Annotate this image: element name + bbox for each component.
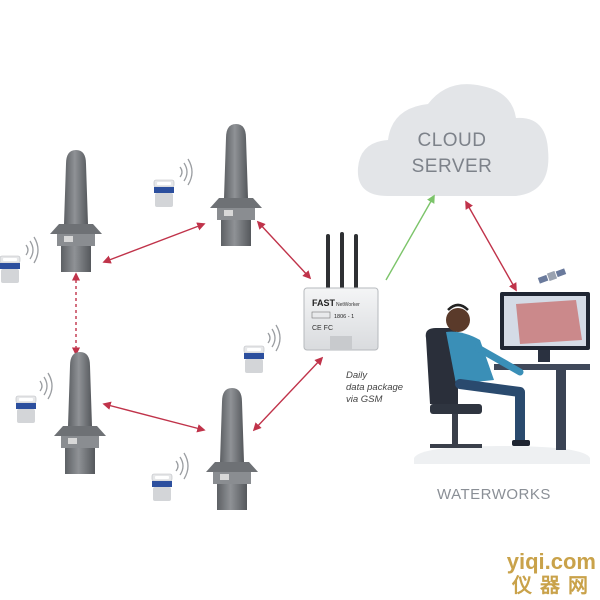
wireless-signal-icon xyxy=(25,236,39,264)
arrow-logger-bottom-right-to-collector xyxy=(252,356,324,432)
logger-antenna-top-right xyxy=(210,124,262,246)
gsm-note-line1: Daily xyxy=(346,370,368,381)
water-meter-icon xyxy=(153,179,175,208)
collector-model: NetWorker xyxy=(336,302,360,308)
waterworks-operator-illustration xyxy=(414,292,590,464)
arrow-cloud-to-waterworks xyxy=(465,200,517,292)
arrow-logger-top-right-to-collector xyxy=(256,220,312,280)
cloud-label-line1: CLOUD xyxy=(417,130,487,151)
cloud-server-label: CLOUD SERVER xyxy=(382,128,522,180)
water-meter-icon xyxy=(151,473,173,502)
collector-marks: CE FC xyxy=(312,325,333,332)
collector-device: FAST NetWorker 1806 - 1 CE FC xyxy=(303,232,379,351)
water-meter-icon xyxy=(243,345,265,374)
waterworks-label: WATERWORKS xyxy=(437,486,551,503)
watermark-domain: yiqi.com xyxy=(506,549,596,574)
water-meter-icon xyxy=(15,395,37,424)
watermark: yiqi.com 仪器网 xyxy=(506,549,596,597)
gsm-note-line3: via GSM xyxy=(346,394,383,405)
arrow-logger-top-left-to-top-right xyxy=(102,222,206,264)
arrow-collector-to-cloud xyxy=(385,194,435,281)
logger-antenna-bottom-right xyxy=(206,388,258,510)
wireless-signal-icon xyxy=(39,372,53,400)
collector-brand: FAST xyxy=(312,298,336,308)
arrow-logger-bottom-left-to-bottom-right xyxy=(102,401,206,433)
collector-id: 1806 - 1 xyxy=(334,314,354,320)
watermark-chinese: 仪器网 xyxy=(512,573,596,597)
cloud-label-line2: SERVER xyxy=(411,156,493,177)
wireless-signal-icon xyxy=(175,452,189,480)
antenna-icon xyxy=(326,234,330,290)
gsm-note-line2: data package xyxy=(346,382,404,393)
gsm-note: Daily data package via GSM xyxy=(346,370,403,406)
wireless-signal-icon xyxy=(267,324,281,352)
antenna-icon xyxy=(354,234,358,290)
cloud-shape xyxy=(357,84,549,196)
logger-antenna-top-left xyxy=(50,150,102,272)
logger-antenna-bottom-left xyxy=(54,352,106,474)
wireless-signal-icon xyxy=(179,158,193,186)
satellite-icon xyxy=(537,268,567,284)
water-meter-icon xyxy=(0,255,21,284)
antenna-icon xyxy=(340,232,344,290)
